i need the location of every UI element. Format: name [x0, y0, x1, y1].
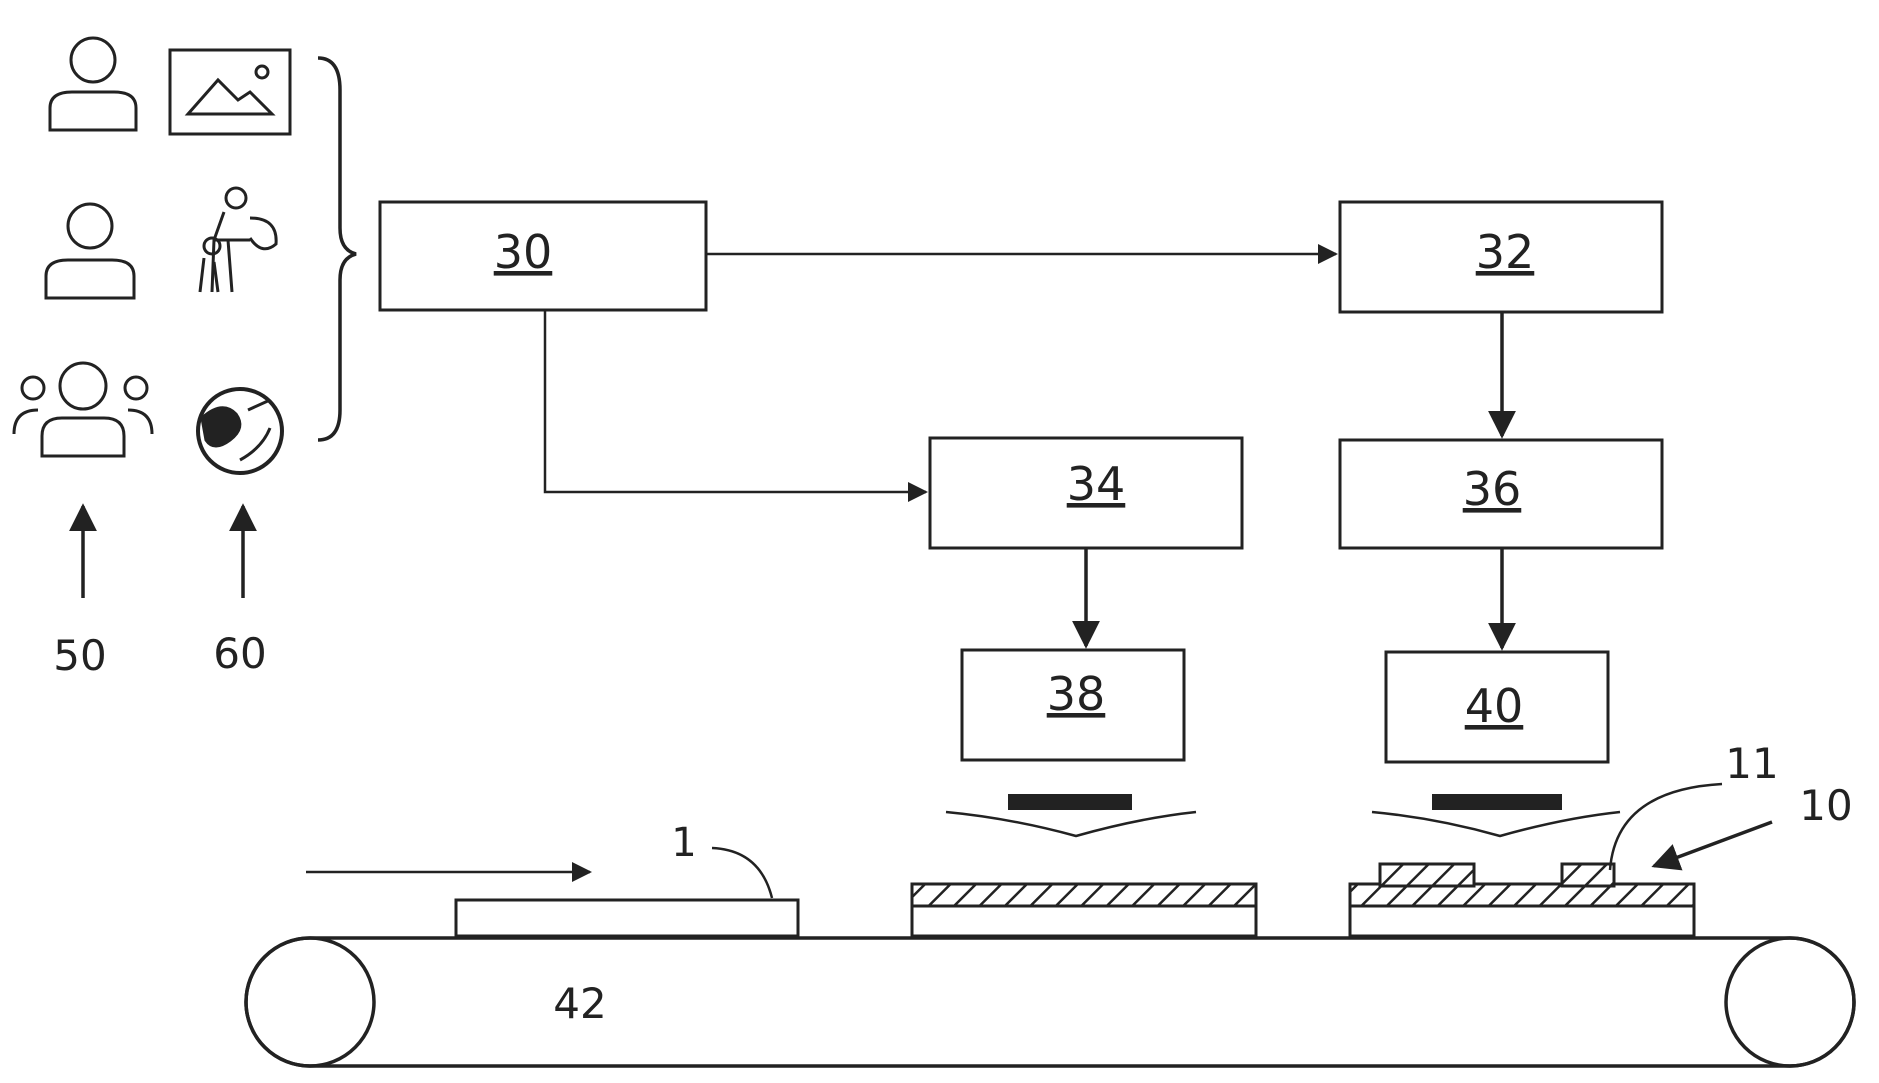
label-10: 10 — [1799, 781, 1852, 830]
person-icon — [46, 204, 134, 298]
box-38-label: 38 — [1047, 667, 1106, 721]
leader-1 — [712, 848, 772, 898]
family-icon — [200, 188, 276, 292]
substrate-printed-40 — [1350, 864, 1694, 936]
box-34-label: 34 — [1067, 457, 1126, 511]
box-40: 40 — [1386, 652, 1608, 762]
label-42: 42 — [553, 979, 606, 1028]
group-icon — [14, 363, 152, 456]
label-1: 1 — [671, 820, 696, 866]
box-34: 34 — [930, 438, 1242, 548]
print-head-38 — [946, 794, 1196, 836]
label-11: 11 — [1725, 739, 1778, 788]
print-head-40 — [1372, 794, 1620, 836]
label-60: 60 — [213, 629, 266, 678]
leader-11 — [1610, 784, 1722, 870]
substrate-1 — [456, 900, 798, 936]
substrate-printed-38 — [912, 884, 1256, 936]
box-36-label: 36 — [1463, 462, 1522, 516]
box-30-label: 30 — [494, 225, 553, 279]
box-32-label: 32 — [1476, 225, 1535, 279]
person-icon — [50, 38, 136, 130]
box-40-label: 40 — [1465, 679, 1524, 733]
globe-icon — [198, 389, 282, 473]
conveyor-42 — [246, 938, 1854, 1066]
box-38: 38 — [962, 650, 1184, 760]
label-50: 50 — [53, 631, 106, 680]
box-32: 32 — [1340, 202, 1662, 312]
image-icon — [170, 50, 290, 134]
arrow-10 — [1654, 822, 1772, 866]
grouping-brace — [318, 58, 356, 440]
box-36: 36 — [1340, 440, 1662, 548]
box-30: 30 — [380, 202, 706, 310]
arrow-30-to-34 — [545, 310, 926, 492]
